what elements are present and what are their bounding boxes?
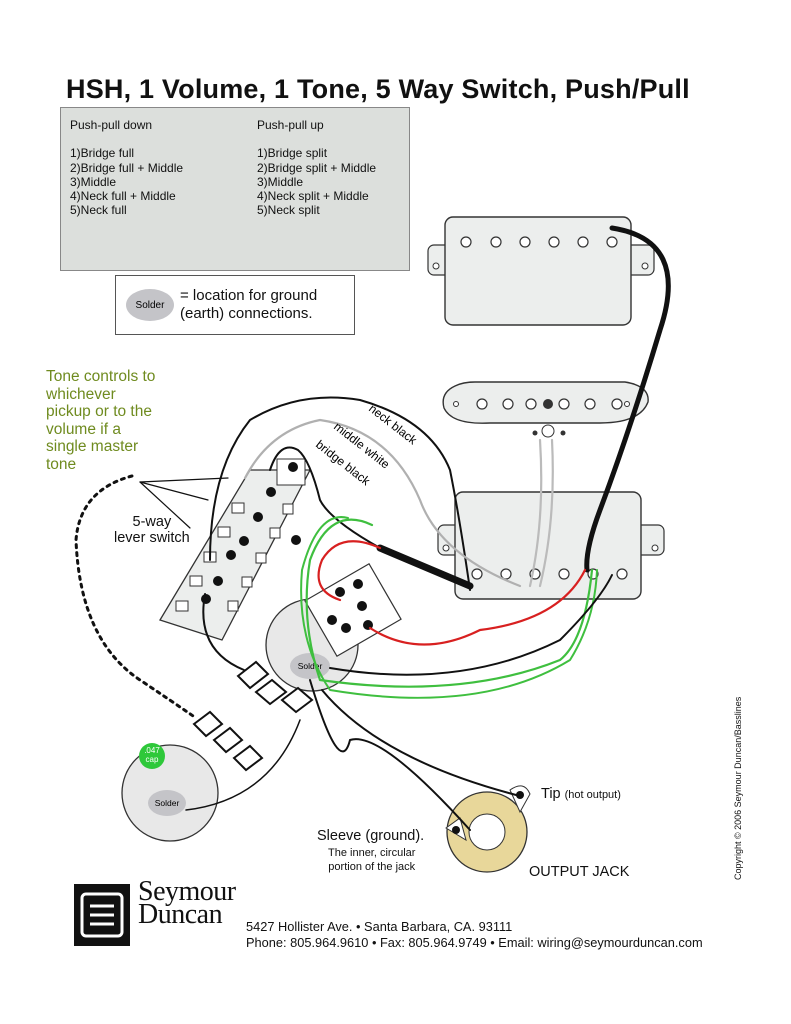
company-address: 5427 Hollister Ave. • Santa Barbara, CA.… [246,919,513,934]
company-name: Seymour Duncan [138,876,236,930]
middle-single-coil [442,381,649,438]
push-pull-up-column: Push-pull up 1)Bridge split 2)Bridge spl… [257,118,376,218]
output-jack [445,785,531,873]
solder-legend: Solder = location for ground (earth) con… [115,275,355,335]
position-item: 4)Neck split + Middle [257,189,369,204]
company-contact: 5427 Hollister Ave. • Santa Barbara, CA.… [246,919,703,950]
tip-note: (hot output) [564,789,621,801]
volume-push-pull-pot: Solder [236,562,402,714]
red-wire [317,540,587,646]
tip-text: Tip [541,786,561,802]
tone-control-note: Tone controls to whichever pickup or to … [46,368,156,473]
position-item: 1)Bridge full [70,146,135,161]
jack-sleeve-label: Sleeve (ground). [317,828,425,844]
push-pull-down-column: Push-pull down 1)Bridge full 2)Bridge fu… [70,118,183,218]
neck-black-wire [209,396,471,591]
push-pull-up-heading: Push-pull up [257,118,324,132]
tone-solder-label: Solder [155,798,180,808]
solder-legend-text: = location for ground (earth) connection… [180,287,318,322]
solder-legend-badge: Solder [136,300,166,311]
tone-pot: Solder .047 cap [121,710,264,842]
copyright-notice: Copyright © 2006 Seymour Duncan/Bassline… [733,696,743,880]
position-item: 3)Middle [70,174,117,189]
push-pull-down-heading: Push-pull down [70,118,153,132]
position-item: 3)Middle [257,174,304,189]
wires [74,225,671,831]
position-item: 2)Bridge full + Middle [70,160,184,175]
position-item: 5)Neck full [70,203,127,218]
diagram-title: HSH, 1 Volume, 1 Tone, 5 Way Switch, Pus… [66,74,690,104]
neck-lead-wire [584,225,671,573]
switch-label: 5-way lever switch [114,514,190,546]
position-item: 4)Neck full + Middle [70,189,176,204]
bridge-lead-wire [376,544,474,590]
jack-tip-label: Tip (hot output) [541,786,621,803]
company-name-line1: Seymour [138,876,236,907]
seymour-duncan-logo-icon [74,884,130,946]
volume-solder-label: Solder [298,661,323,671]
company-name-line2: Duncan [138,899,223,930]
green-wire [305,518,594,688]
position-item: 5)Neck split [257,203,320,218]
cap-label-line1: .047 [144,746,160,755]
middle-white-wire [243,418,522,588]
position-item: 1)Bridge split [257,146,328,161]
switch-positions-panel: Push-pull down 1)Bridge full 2)Bridge fu… [60,107,410,271]
company-phone-fax-email: Phone: 805.964.9610 • Fax: 805.964.9749 … [246,934,703,950]
position-item: 2)Bridge split + Middle [257,160,377,175]
jack-sleeve-note: The inner, circular portion of the jack [328,847,416,873]
cap-label-line2: cap [146,755,159,764]
output-jack-title: OUTPUT JACK [529,864,630,880]
tone-dotted-wire [74,474,198,720]
neck-humbucker [427,216,655,326]
solder-blob-icon: Solder [126,289,174,321]
five-way-switch [159,458,312,641]
